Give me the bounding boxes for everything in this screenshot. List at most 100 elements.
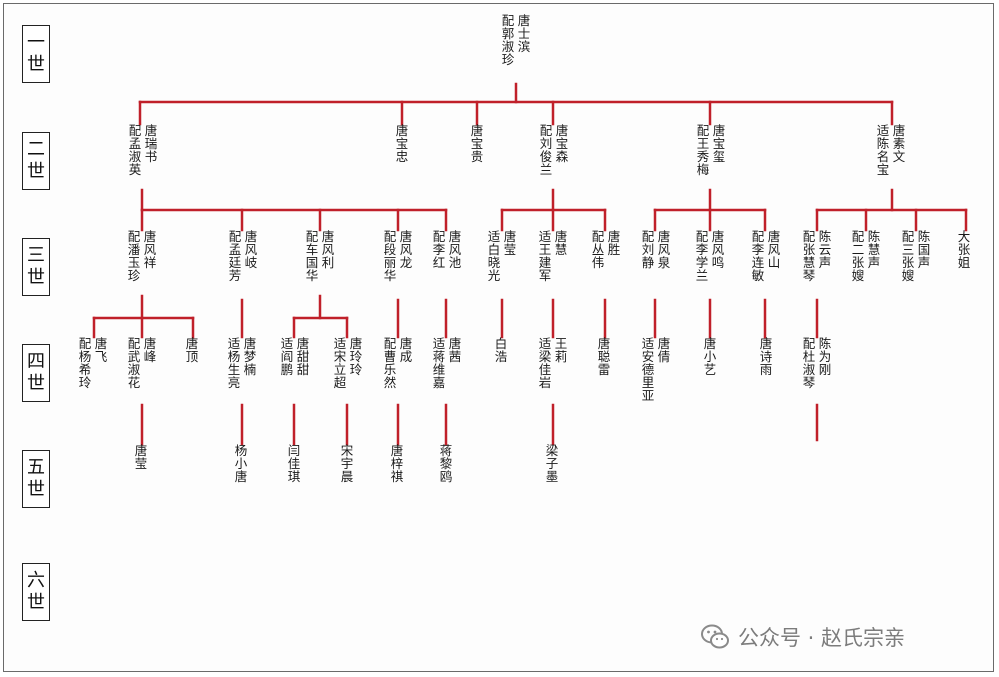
person-node: 唐顶 [185,337,199,363]
name-column: 配武淑花 [127,336,141,390]
person-node: 适宋立超唐玲玲 [333,337,363,389]
name-column: 配张慧琴 [802,229,816,283]
name-column: 梁子墨 [545,443,559,484]
name-column: 杨小唐 [234,443,248,484]
name-column: 配李连敏 [751,229,765,283]
name-column: 陈国声 [917,229,931,270]
name-column: 宋宇晨 [340,443,354,484]
watermark-text: 公众号 · 赵氏宗亲 [738,626,906,650]
name-column: 唐梦楠 [243,336,257,377]
name-column: 唐士滨 [517,13,531,54]
generation-char: 世 [27,592,45,613]
name-column: 唐风岐 [244,229,258,270]
name-column: 配王秀梅 [696,123,710,177]
person-node: 适安德里亚唐倩 [641,337,671,402]
name-column: 唐风池 [448,229,462,270]
person-node: 配杜淑琴陈为刚 [802,337,832,389]
person-node: 配车国华唐风利 [305,230,335,282]
person-node: 配李学兰唐风鸣 [695,230,725,282]
name-column: 配李学兰 [695,229,709,283]
name-column: 唐倩 [657,336,671,364]
name-column: 配孟淑英 [128,123,142,177]
person-node: 适阎鹏唐甜甜 [280,337,310,376]
person-node: 配李红唐风池 [432,230,462,269]
name-column: 适蒋维嘉 [432,336,446,390]
name-column: 配段丽华 [383,229,397,283]
name-column: 大张姐 [957,229,971,270]
person-node: 宋宇晨 [340,444,354,483]
person-node: 蒋黎鸥 [439,444,453,483]
name-column: 王莉 [554,336,568,364]
name-column: 适梁佳岩 [538,336,552,390]
name-column: 唐茜 [448,336,462,364]
person-node: 配段丽华唐风龙 [383,230,413,282]
name-column: 唐宝忠 [395,123,409,164]
name-column: 唐宝贵 [470,123,484,164]
person-node: 白浩 [494,337,508,363]
name-column: 唐风龙 [399,229,413,270]
person-node: 配三张嫂陈国声 [901,230,931,282]
name-column: 配潘玉珍 [127,229,141,283]
name-column: 白浩 [494,336,508,364]
name-column: 唐玲玲 [349,336,363,377]
name-column: 蒋黎鸥 [439,443,453,484]
name-column: 配丛伟 [591,229,605,270]
name-column: 配李红 [432,229,446,270]
person-node: 配孟廷芳唐风岐 [228,230,258,282]
generation-char: 世 [27,267,45,288]
name-column: 适陈名宝 [876,123,890,177]
generation-char: 六 [27,570,45,591]
name-column: 配杨希玲 [78,336,92,390]
name-column: 唐甜甜 [296,336,310,377]
name-column: 唐诗雨 [759,336,773,377]
watermark: 公众号 · 赵氏宗亲 [700,622,905,652]
person-node: 配武淑花唐峰 [127,337,157,389]
name-column: 唐莹 [503,229,517,257]
name-column: 适宋立超 [333,336,347,390]
name-column: 唐顶 [185,336,199,364]
name-column: 配刘俊兰 [539,123,553,177]
name-column: 唐飞 [94,336,108,364]
person-node: 大张姐 [957,230,971,269]
name-column: 唐风泉 [657,229,671,270]
person-node: 适杨生亮唐梦楠 [227,337,257,389]
name-column: 适安德里亚 [641,336,655,403]
name-column: 配郭淑珍 [501,13,515,67]
chart-frame [3,3,994,672]
name-column: 闫佳琪 [287,443,301,484]
name-column: 唐梓祺 [390,443,404,484]
person-node: 唐莹 [134,444,148,470]
person-node: 配张慧琴陈云声 [802,230,832,282]
wechat-icon [701,624,729,649]
person-node: 配二张嫂陈慧声 [851,230,881,282]
name-column: 陈为刚 [818,336,832,377]
person-node: 配杨希玲唐飞 [78,337,108,389]
person-node: 唐宝忠 [395,124,409,163]
name-column: 唐成 [399,336,413,364]
person-node: 唐宝贵 [470,124,484,163]
name-column: 唐风山 [767,229,781,270]
person-node: 配李连敏唐风山 [751,230,781,282]
person-node: 配刘俊兰唐宝森 [539,124,569,176]
person-node: 配郭淑珍唐士滨 [501,14,531,66]
generation-char: 世 [27,161,45,182]
person-node: 配刘静唐风泉 [641,230,671,269]
generation-char: 世 [27,54,45,75]
person-node: 配丛伟唐胜 [591,230,621,269]
generation-char: 三 [27,245,45,266]
name-column: 唐风鸣 [711,229,725,270]
person-node: 配王秀梅唐宝玺 [696,124,726,176]
name-column: 唐峰 [143,336,157,364]
name-column: 唐素文 [892,123,906,164]
person-node: 唐梓祺 [390,444,404,483]
generation-label: 一世 [22,25,50,83]
person-node: 唐小艺 [703,337,717,376]
name-column: 陈慧声 [867,229,881,270]
person-node: 适蒋维嘉唐茜 [432,337,462,389]
name-column: 配三张嫂 [901,229,915,283]
generation-label: 二世 [22,132,50,190]
generation-char: 二 [27,139,45,160]
name-column: 适白晓光 [487,229,501,283]
name-column: 唐聪雷 [597,336,611,377]
